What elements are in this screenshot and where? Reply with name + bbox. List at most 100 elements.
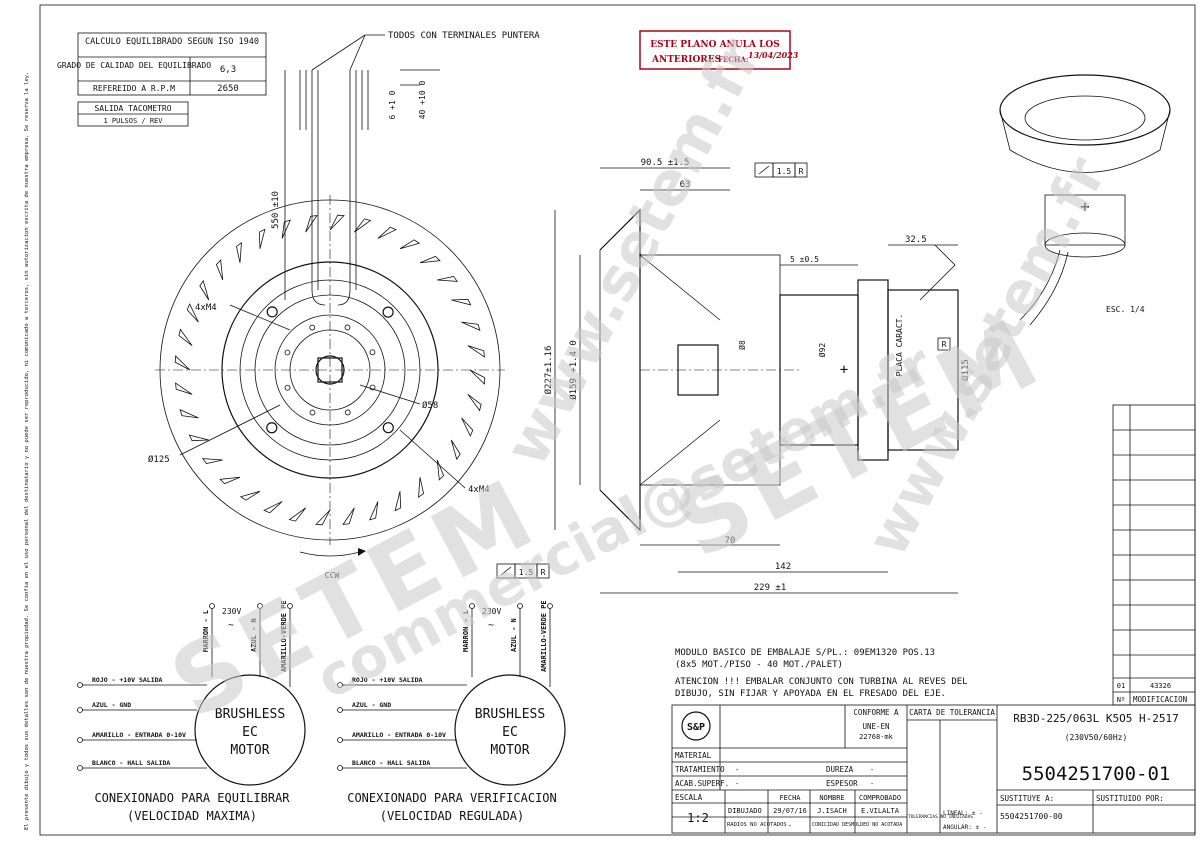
comprobado-header: COMPROBADO <box>859 794 901 802</box>
dim-d58: Ø58 <box>422 400 438 411</box>
isometric-view: + ESC. 1/4 <box>999 74 1171 326</box>
dim-90-5: 90.5 ±1.5 <box>641 158 690 168</box>
sustituye-label: SUSTITUYE A: <box>1000 794 1054 803</box>
blade-slot <box>399 239 421 250</box>
sustituye-value: 5504251700-00 <box>1000 812 1063 821</box>
dim-d125: Ø125 <box>148 454 170 465</box>
blade-slot <box>235 241 242 263</box>
blade-slot <box>288 507 307 522</box>
blade-slot <box>201 458 223 465</box>
wire-label-left: AZUL - GND <box>92 701 131 709</box>
blade-slot <box>461 417 474 437</box>
blade-slot <box>315 509 331 526</box>
dim-4xm4-bottom: 4xM4 <box>468 485 490 495</box>
hub-hole <box>344 324 351 331</box>
motor-label: EC <box>242 725 258 740</box>
blade-slot <box>258 228 266 249</box>
conicidad-label: CONICIDAD DESMOLDEO NO ACOTADA <box>812 822 902 828</box>
blade-slot <box>186 303 199 323</box>
revision-index: 01 <box>1117 682 1125 690</box>
tol-bottom-value: 1.5 <box>519 568 534 577</box>
scale-note: ESC. 1/4 <box>1106 305 1145 314</box>
dim-strip-b: 40 +10 0 <box>418 81 427 120</box>
blade-slot <box>436 459 445 481</box>
ac-symbol: ~ <box>228 620 234 631</box>
hub-hole <box>309 324 316 331</box>
impeller-front-view: 550 ±10 6 +1 0 40 +10 0 4xM4 4xM4 Ø58 Ø1… <box>148 69 505 580</box>
blade-slot <box>368 501 379 521</box>
blade-slot <box>263 501 283 514</box>
nombre-header: NOMBRE <box>819 794 844 802</box>
lineal-label: LINEAL: ± - <box>943 810 983 817</box>
radios-label: RADIOS NO ACOTADOS <box>727 822 787 828</box>
blade-slot <box>377 226 397 239</box>
tol-top-value: 1.5 <box>777 167 792 176</box>
blade-slot <box>199 279 210 301</box>
balance-header: CALCULO EQUILIBRADO SEGUN ISO 1940 <box>85 37 259 47</box>
escala-label: ESCALA <box>675 793 703 802</box>
blade-slot <box>394 491 402 512</box>
wire-label-top: MARRON - L <box>202 610 210 652</box>
hub-hole <box>369 349 376 356</box>
blade-slot <box>467 345 485 358</box>
stamp-line1: ESTE PLANO ANULA LOS <box>650 40 780 50</box>
tratamiento-value: - <box>735 766 739 774</box>
watermarks: www.setem.fr SETEM commercial@setem.fr S… <box>154 27 1119 740</box>
dim-d115: Ø115 <box>960 359 971 381</box>
wire-label-top: AZUL - N <box>510 618 518 652</box>
blade-slot <box>219 476 241 485</box>
packing-note-2: (8x5 MOT./PISO - 40 MOT./PALET) <box>675 660 843 670</box>
wire-label-left: ROJO - +10V SALIDA <box>352 676 423 684</box>
balance-rpm-value: 2650 <box>217 84 239 94</box>
blade-slot <box>451 298 472 306</box>
wire-label-left: AMARILLO - ENTRADA 0-10V <box>92 731 186 739</box>
mount-hole <box>266 306 278 318</box>
motor-label: BRUSHLESS <box>475 707 545 722</box>
dim-142: 142 <box>775 562 791 572</box>
dibujado-label: DIBUJADO <box>728 807 762 815</box>
wire-label-top: AMARILLO-VERDE PE <box>280 600 288 672</box>
wire-label-left: AMARILLO - ENTRADA 0-10V <box>352 731 446 739</box>
blade-slot <box>461 321 481 332</box>
angular-label: ANGULAR: ± - <box>943 824 986 831</box>
wiring-caption: CONEXIONADO PARA EQUILIBRAR <box>94 791 290 805</box>
stamp-fecha-label: FECHA: <box>718 55 749 64</box>
nombre-value: J.ISACH <box>817 807 847 815</box>
balance-table: CALCULO EQUILIBRADO SEGUN ISO 1940 GRADO… <box>57 32 267 127</box>
part-number: 5504251700-01 <box>1022 763 1171 785</box>
dim-d159: Ø159 +1.4 0 <box>568 340 579 400</box>
blade-slot <box>281 219 292 239</box>
hub-hole <box>344 409 351 416</box>
dim-d8: Ø8 <box>737 340 747 350</box>
blade-slot <box>175 382 193 395</box>
fecha-header: FECHA <box>779 794 801 802</box>
packing-note-1: MODULO BASICO DE EMBALAJE S/PL.: 09EM132… <box>675 648 935 658</box>
mount-hole <box>266 422 278 434</box>
tacho-header: SALIDA TACOMETRO <box>94 104 171 113</box>
blade-slot <box>419 255 441 264</box>
acab-value: - <box>735 780 739 788</box>
ac-symbol: ~ <box>488 620 494 631</box>
balance-rpm-label: REFEREIDO A R.P.M <box>93 84 175 93</box>
acab-label: ACAB.SUPERF. <box>675 779 729 788</box>
hub-hole <box>309 409 316 416</box>
warning-note-1: ATENCION !!! EMBALAR CONJUNTO CON TURBIN… <box>675 677 968 687</box>
comprobado-value: E.VILALTA <box>861 807 900 815</box>
dim-32-5: 32.5 <box>905 235 927 245</box>
voltage-label: 230V <box>482 607 501 616</box>
revision-table: 01 43326 Nº MODIFICACION <box>1112 404 1196 706</box>
dim-d92: Ø92 <box>817 343 827 358</box>
dureza-value: - <box>870 766 874 774</box>
blade-slot <box>418 477 425 499</box>
material-label: MATERIAL <box>675 751 712 760</box>
escala-value: 1:2 <box>687 811 709 825</box>
dim-63: 63 <box>680 180 691 190</box>
wire-label-top: AZUL - N <box>250 618 258 652</box>
espesor-value: - <box>870 780 874 788</box>
stamp-date: 13/04/2023 <box>748 50 799 60</box>
placa-label: PLACA CARACT. <box>895 314 904 377</box>
voltage-label: 230V <box>222 607 241 616</box>
wire-label-left: BLANCO - HALL SALIDA <box>92 759 170 767</box>
